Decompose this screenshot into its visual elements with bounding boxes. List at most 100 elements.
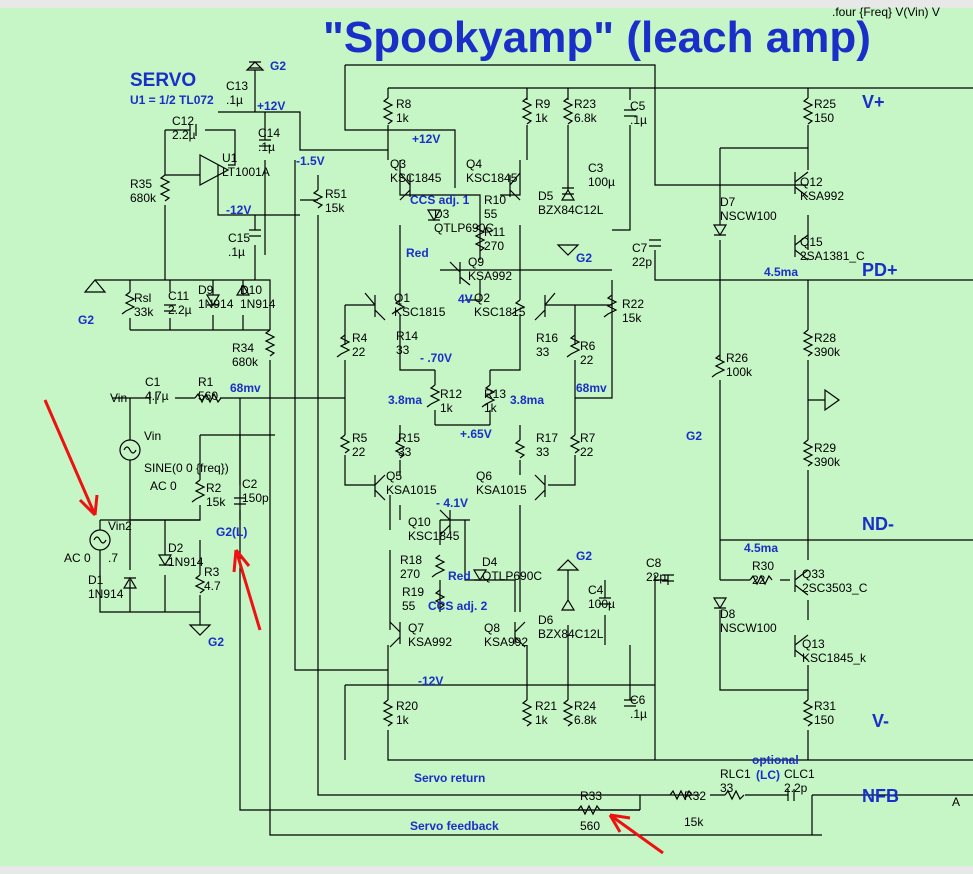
part-value-d4: QTLP690C <box>482 569 542 583</box>
arrow-to-vin2 <box>43 399 97 516</box>
g2-mid-label: G2 <box>686 429 702 443</box>
part-value-r6: 22 <box>580 353 594 367</box>
part-name-r25: R25 <box>814 97 836 111</box>
g2l-label: G2(L) <box>216 525 247 539</box>
part-value-r18: 270 <box>400 567 420 581</box>
transistor-symbols <box>364 171 809 661</box>
minus12-mid-label: -12V <box>418 674 443 688</box>
part-value-r32: 15k <box>684 815 704 829</box>
part-value-q8: KSA992 <box>484 635 528 649</box>
part-value-q2: KSC1815 <box>474 305 526 319</box>
arrow-to-r33 <box>609 813 664 855</box>
part-name-r30: R30 <box>752 559 774 573</box>
vin2-source-value: .7 <box>108 551 118 565</box>
part-value-r30: 22 <box>752 573 766 587</box>
ccs-adj1-label: CCS adj. 1 <box>410 193 470 207</box>
capacitor-symbols <box>149 61 795 801</box>
part-value-r9: 1k <box>535 111 549 125</box>
part-name-r12: R12 <box>440 387 462 401</box>
part-name-q1: Q1 <box>394 291 410 305</box>
part-value-r21: 1k <box>535 713 549 727</box>
diode-symbols <box>122 188 728 611</box>
part-name-rlc1: RLC1 <box>720 767 751 781</box>
part-name-r6: R6 <box>580 339 596 353</box>
top-scroll-strip <box>0 0 973 8</box>
current-38b-label: 3.8ma <box>510 393 544 407</box>
part-value-clc1: 2.2p <box>784 781 808 795</box>
part-name-d4: D4 <box>482 555 498 569</box>
part-name-d6: D6 <box>538 613 554 627</box>
part-value-r13: 1k <box>484 401 498 415</box>
minus12-left-label: -12V <box>226 203 251 217</box>
part-name-r13: R13 <box>484 387 506 401</box>
servo-feedback-label: Servo feedback <box>410 819 499 833</box>
schematic-title: "Spookyamp" (leach amp) <box>323 13 871 62</box>
part-value-c12: 2.2µ <box>172 128 196 142</box>
optional-label: optional <box>752 753 799 767</box>
part-value-r25: 150 <box>814 111 834 125</box>
part-name-r23: R23 <box>574 97 596 111</box>
part-value-q1: KSC1815 <box>394 305 446 319</box>
mv68a-label: 68mv <box>230 381 261 395</box>
part-name-r28: R28 <box>814 331 836 345</box>
part-name-c12: C12 <box>172 114 194 128</box>
part-value-c13: .1µ <box>226 93 243 107</box>
part-value-d1: 1N914 <box>88 587 124 601</box>
mv68b-label: 68mv <box>576 381 607 395</box>
part-name-clc1: CLC1 <box>784 767 815 781</box>
part-value-r3: 4.7 <box>204 579 221 593</box>
part-name-c6: C6 <box>630 693 646 707</box>
red-label-1: Red <box>406 246 429 260</box>
part-name-q5: Q5 <box>386 469 402 483</box>
part-name-r15: R15 <box>398 431 420 445</box>
part-name-r9: R9 <box>535 97 551 111</box>
lc-label: (LC) <box>756 768 780 782</box>
arrow-to-g2l-head <box>232 549 251 573</box>
part-name-q12: Q12 <box>800 175 823 189</box>
vin2-sine-icon <box>93 536 107 544</box>
part-value-r19: 55 <box>402 599 416 613</box>
annotations: G2 +12V -12V -1.5V +12V -12V CCS adj. 1 … <box>78 59 799 833</box>
part-name-q33: Q33 <box>802 567 825 581</box>
opamp-symbol <box>199 153 230 187</box>
part-value-r33: 560 <box>580 819 600 833</box>
part-value-q6: KSA1015 <box>476 483 527 497</box>
part-value-c1: 4.7µ <box>145 389 169 403</box>
part-name-u1: U1 <box>222 151 238 165</box>
part-value-d10: 1N914 <box>240 297 276 311</box>
part-value-c8: 22p <box>646 570 666 584</box>
part-name-r31: R31 <box>814 699 836 713</box>
vin2-source-ac: AC 0 <box>64 551 91 565</box>
part-value-r20: 1k <box>396 713 410 727</box>
part-name-d10: D10 <box>240 283 262 297</box>
part-value-r17: 33 <box>536 445 550 459</box>
part-name-r3: R3 <box>204 565 220 579</box>
part-value-d5: BZX84C12L <box>538 203 604 217</box>
part-name-r33: R33 <box>580 789 602 803</box>
servo-return-label: Servo return <box>414 771 485 785</box>
part-value-d3: QTLP690C <box>434 221 494 235</box>
part-name-c5: C5 <box>630 99 646 113</box>
g2-top-label: G2 <box>270 59 286 73</box>
part-name-c14: C14 <box>258 126 280 140</box>
part-name-d2: D2 <box>168 541 184 555</box>
part-name-r26: R26 <box>726 351 748 365</box>
vin2-source-icon <box>89 529 111 551</box>
part-value-c7: 22p <box>632 255 652 269</box>
part-name-r8: R8 <box>396 97 412 111</box>
minus15-label: -1.5V <box>296 154 325 168</box>
servo-subtitle: U1 = 1/2 TL072 <box>130 93 214 107</box>
arrow-to-r33-head <box>608 813 631 833</box>
part-name-c13: C13 <box>226 79 248 93</box>
part-name-r32: R32 <box>684 789 706 803</box>
part-name-r11: R11 <box>484 225 505 239</box>
part-value-r16: 33 <box>536 345 550 359</box>
part-name-r2: R2 <box>206 481 222 495</box>
part-name-c7: C7 <box>632 241 648 255</box>
vin-source-spec: SINE(0 0 {freq}) <box>144 461 229 475</box>
ccs-adj2-label: CCS adj. 2 <box>428 599 488 613</box>
rail-vplus-label: V+ <box>862 92 885 112</box>
part-value-r22: 15k <box>622 311 642 325</box>
part-name-c15: C15 <box>228 231 250 245</box>
